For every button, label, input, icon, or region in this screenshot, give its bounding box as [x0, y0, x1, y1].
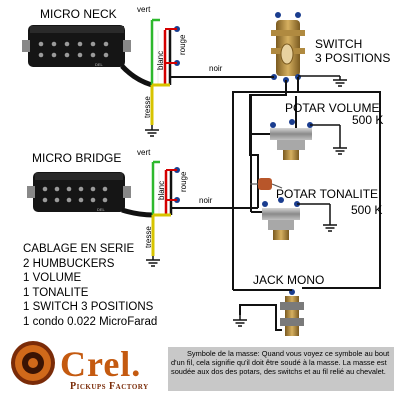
switch-label: SWITCH	[315, 37, 362, 51]
potar-tonalite-label: POTAR TONALITE	[276, 187, 378, 201]
jack-mono	[233, 289, 304, 336]
crel-logo-text: Crel.	[60, 344, 142, 384]
bridge-pickup-logo: DEL	[97, 207, 106, 212]
neck-rouge-label: rouge	[178, 34, 187, 55]
bridge-wires	[151, 160, 258, 256]
tone-ground-symbol	[297, 203, 337, 232]
spec-line: CABLAGE EN SERIE	[23, 243, 135, 255]
neck-vert-label: vert	[137, 5, 151, 14]
bridge-blanc-label: blanc	[157, 181, 166, 200]
potar-volume-value: 500 K	[352, 113, 383, 127]
bridge-tresse-label: tresse	[144, 226, 153, 248]
jack-ground-symbol	[233, 315, 247, 327]
ground-legend-box: Symbole de la masse: Quand vous voyez ce…	[168, 347, 394, 391]
switch-3-positions	[271, 12, 305, 83]
potar-volume-label: POTAR VOLUME	[285, 101, 379, 115]
switch-positions-label: 3 POSITIONS	[315, 51, 390, 65]
spec-line: 2 HUMBUCKERS	[23, 257, 115, 270]
neck-pickup: DEL	[22, 25, 153, 88]
neck-pickup-logo: DEL	[95, 62, 104, 67]
spec-list: CABLAGE EN SERIE 2 HUMBUCKERS 1 VOLUME 1…	[23, 242, 157, 330]
capacitor-0022uf	[250, 178, 283, 190]
bridge-vert-label: vert	[137, 148, 151, 157]
crel-logo-emblem	[11, 341, 55, 385]
neck-blanc-label: blanc	[156, 51, 165, 70]
neck-wires	[150, 18, 255, 125]
spec-line: 1 SWITCH 3 POSITIONS	[23, 301, 154, 314]
bridge-pickup: DEL	[27, 172, 154, 218]
potar-tonalite-value: 500 K	[351, 203, 382, 217]
micro-neck-label: MICRO NECK	[40, 7, 117, 21]
jack-mono-label: JACK MONO	[253, 273, 324, 287]
spec-line: 1 TONALITE	[23, 286, 89, 299]
ground-legend-text: Symbole de la masse: Quand vous voyez ce…	[171, 349, 390, 377]
neck-noir-label: noir	[209, 64, 223, 73]
crel-logo-tagline: Pickups Factory	[70, 381, 149, 392]
neck-tresse-label: tresse	[143, 96, 152, 118]
bridge-ground-symbol	[146, 256, 160, 267]
volume-ground-symbol	[310, 124, 347, 155]
neck-ground-symbol	[145, 125, 159, 137]
spec-line: 1 condo 0.022 MicroFarad	[23, 315, 158, 328]
spec-line: 1 VOLUME	[23, 272, 82, 285]
bridge-rouge-label: rouge	[179, 171, 188, 192]
bridge-noir-label: noir	[199, 196, 213, 205]
volume-pot	[251, 96, 313, 160]
switch-ground-symbol	[298, 75, 347, 87]
micro-bridge-label: MICRO BRIDGE	[32, 151, 121, 165]
